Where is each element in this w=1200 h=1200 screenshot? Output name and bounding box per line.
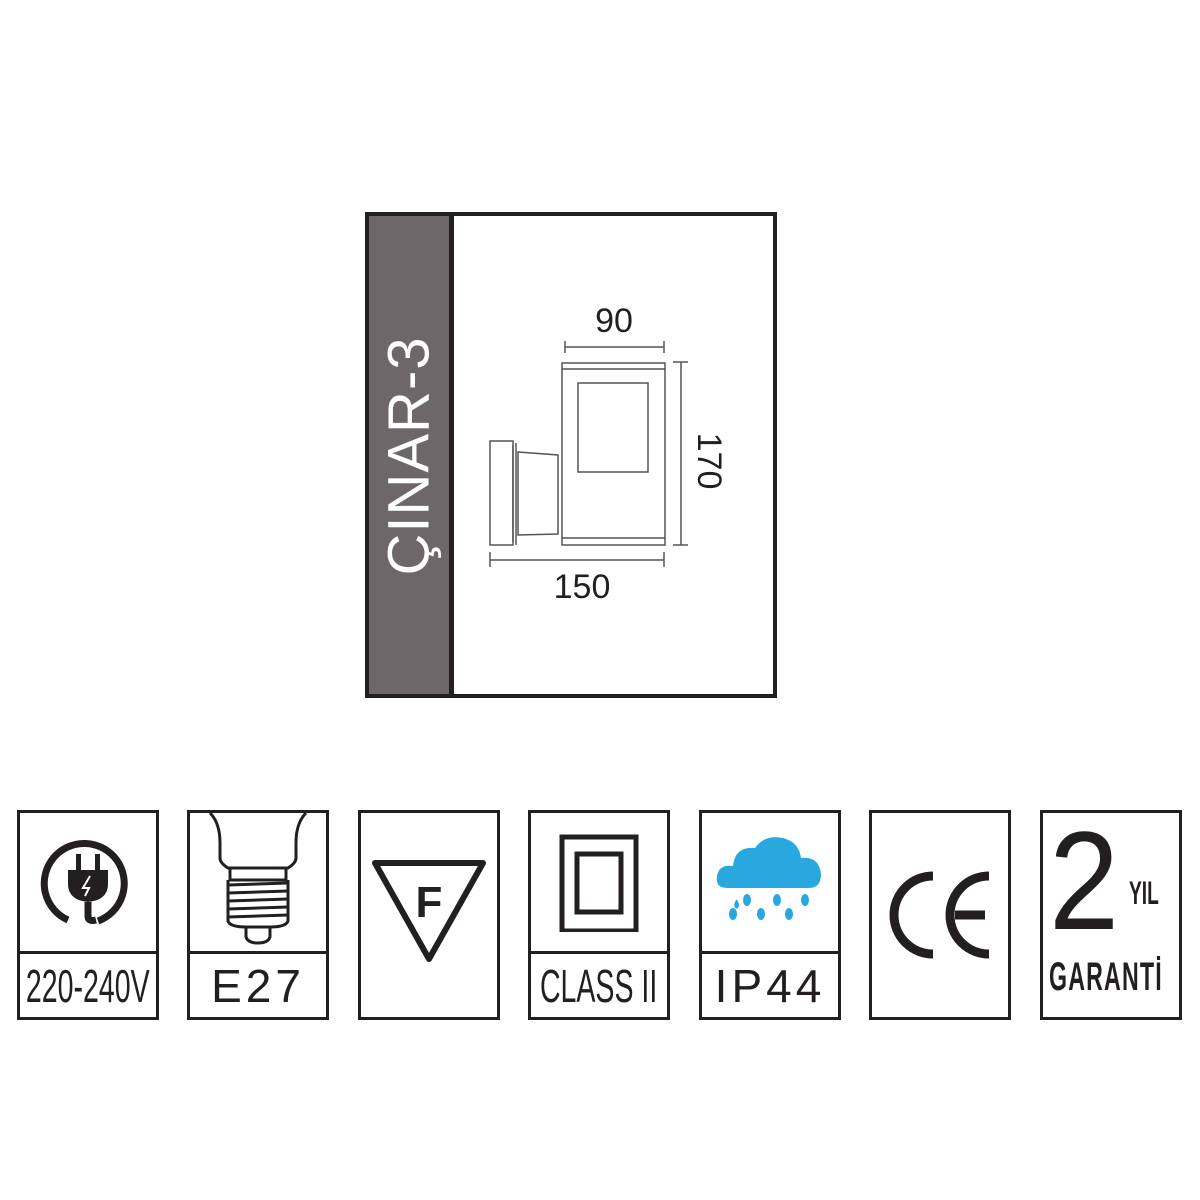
badge-socket: E27 <box>187 810 329 1020</box>
socket-label: E27 <box>211 959 305 1012</box>
product-name-strip: ÇINAR-3 <box>369 216 454 694</box>
bulb-socket-icon <box>208 813 308 945</box>
wall-mount-plate <box>489 440 514 546</box>
lamp-window <box>577 382 649 473</box>
f-mark-label: F <box>416 878 443 927</box>
badge-ce <box>869 810 1011 1020</box>
product-dimension-panel: ÇINAR-3 90 170 150 <box>365 212 777 698</box>
warranty-years: 2 <box>1049 802 1120 959</box>
ce-mark-icon <box>889 871 990 959</box>
f-triangle-icon: F <box>372 860 486 962</box>
ip-label: IP44 <box>714 959 826 1012</box>
badge-ip44: IP44 <box>699 810 841 1020</box>
warranty-unit: YIL <box>1129 875 1159 911</box>
plug-icon <box>40 839 128 925</box>
badge-voltage: 220-240V <box>17 810 159 1020</box>
warranty-label: GARANTİ <box>1049 955 1163 999</box>
badge-class-ii: CLASS II <box>528 810 670 1020</box>
class-ii-icon <box>559 834 639 932</box>
dim-label-90: 90 <box>595 302 633 340</box>
dim-label-150: 150 <box>554 568 611 606</box>
lamp-neck <box>515 443 559 545</box>
lamp-dimension-drawing: 90 170 150 <box>489 302 728 606</box>
voltage-label: 220-240V <box>26 959 150 1012</box>
dim-label-170: 170 <box>690 433 728 490</box>
badge-warranty: 2 YIL GARANTİ <box>1040 810 1182 1020</box>
lamp-body <box>561 362 666 546</box>
badge-f-mark: F <box>358 810 500 1020</box>
class-label: CLASS II <box>540 959 658 1012</box>
rain-cloud-icon <box>716 837 821 920</box>
